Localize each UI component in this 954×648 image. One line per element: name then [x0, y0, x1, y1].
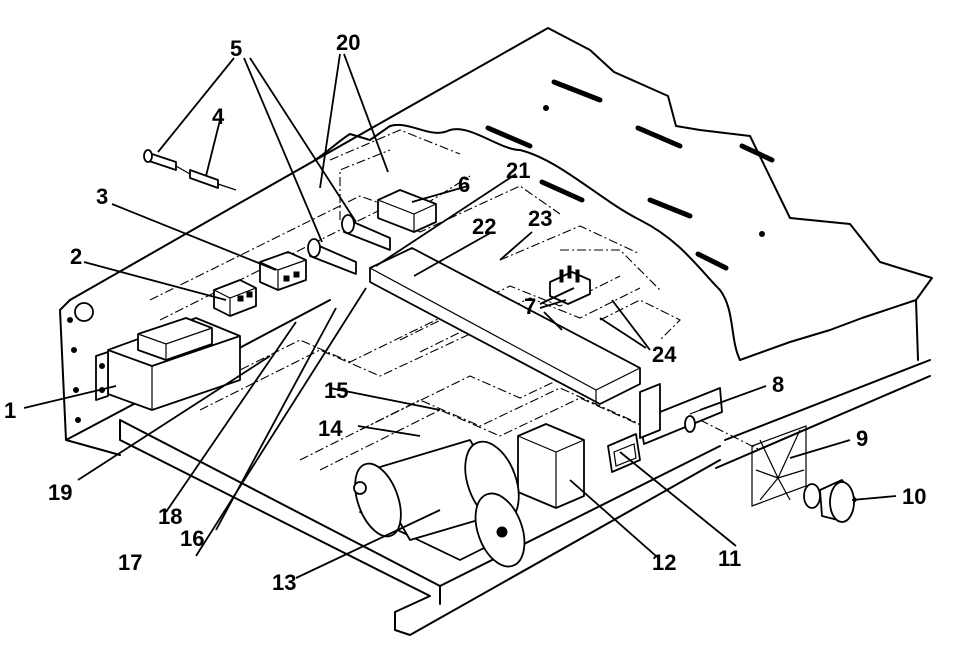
callout-24: 24 — [652, 342, 677, 367]
dial-plate — [751, 425, 807, 507]
callout-18: 18 — [158, 504, 182, 529]
terminal-block — [549, 265, 591, 305]
callout-15: 15 — [324, 378, 348, 403]
transformer — [95, 317, 241, 411]
knob — [803, 479, 857, 523]
callout-17: 17 — [118, 550, 142, 575]
fuse-and-cap — [143, 149, 237, 191]
callout-16: 16 — [180, 526, 204, 551]
callout-23: 23 — [528, 206, 552, 231]
callout-10: 10 — [902, 484, 926, 509]
receptacle-large — [259, 251, 307, 291]
callout-12: 12 — [652, 550, 676, 575]
callout-6: 6 — [458, 172, 470, 197]
rocker-switch — [607, 433, 641, 473]
callout-7: 7 — [524, 294, 536, 319]
callouts: 1 2 3 4 5 6 7 8 9 10 11 12 13 14 15 16 1… — [4, 30, 926, 595]
callout-2: 2 — [70, 244, 82, 269]
relay — [517, 423, 585, 509]
callout-5: 5 — [230, 36, 242, 61]
fuse-holders — [307, 214, 391, 275]
bus-bar — [369, 247, 641, 405]
control-bracket — [639, 383, 723, 445]
receptacle-small — [213, 279, 257, 317]
callout-14: 14 — [318, 416, 343, 441]
callout-20: 20 — [336, 30, 360, 55]
callout-19: 19 — [48, 480, 72, 505]
callout-4: 4 — [212, 104, 225, 129]
callout-1: 1 — [4, 398, 16, 423]
leader-lines — [23, 53, 897, 579]
motor — [353, 439, 526, 568]
callout-8: 8 — [772, 372, 784, 397]
callout-9: 9 — [856, 426, 868, 451]
callout-3: 3 — [96, 184, 108, 209]
callout-11: 11 — [718, 546, 741, 571]
callout-22: 22 — [472, 214, 496, 239]
callout-21: 21 — [506, 158, 530, 183]
callout-13: 13 — [272, 570, 296, 595]
filter-block — [377, 189, 437, 233]
